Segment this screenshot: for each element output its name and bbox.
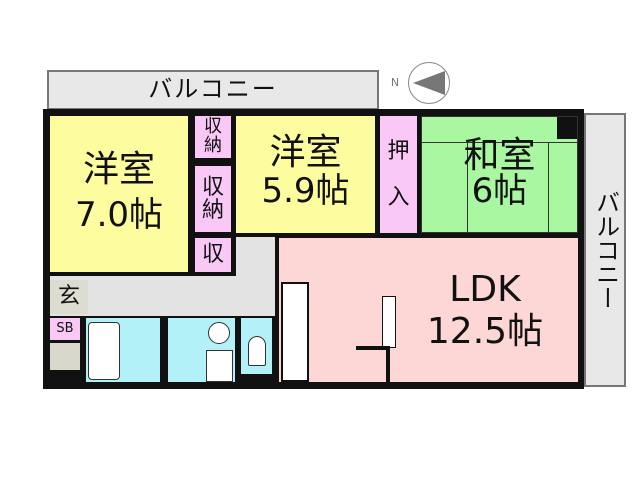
entrance-label: 玄 — [57, 284, 80, 310]
balcony-top-label: バルコニー — [148, 75, 278, 104]
storage-2 — [195, 166, 231, 232]
compass — [408, 62, 450, 104]
storage-3 — [195, 238, 231, 272]
storage-1-label: 収 納 — [204, 116, 222, 156]
compass-arrow-icon — [413, 71, 445, 95]
western-room-1-size: 7.0帖 — [74, 195, 164, 236]
washbasin-icon — [208, 322, 230, 344]
western-room-1-name: 洋室 — [82, 149, 155, 191]
japanese-room-name: 和室 — [463, 135, 536, 177]
kitchen-counter — [281, 282, 309, 382]
compass-north-label: N — [390, 76, 400, 90]
storage-1 — [195, 116, 231, 158]
toilet-icon — [248, 336, 266, 366]
balcony-right-label: バルコニー — [591, 190, 620, 310]
bathtub — [88, 322, 120, 380]
entrance — [50, 280, 88, 314]
washing-machine-space — [206, 350, 233, 382]
closet-label: 押 入 — [387, 138, 410, 211]
western-room-2-size: 5.9帖 — [261, 171, 350, 212]
partition-wall — [356, 346, 390, 350]
tatami-lines — [422, 142, 577, 143]
shoebox — [50, 318, 80, 340]
western-room-2-name: 洋室 — [269, 132, 342, 174]
shoebox-label: SB — [56, 321, 74, 337]
western-room-2 — [236, 116, 375, 233]
ldk — [279, 238, 578, 382]
japanese-room — [421, 116, 578, 233]
kitchen-partition — [382, 296, 396, 348]
tatami-lines — [467, 142, 549, 233]
ldk-name: LDK — [449, 269, 521, 311]
storage-3-label: 収 — [201, 242, 224, 268]
shoe-storage — [50, 343, 80, 370]
storage-2-label: 収 納 — [201, 174, 224, 223]
partition-wall — [386, 346, 390, 382]
balcony-right — [584, 113, 626, 387]
japanese-room-size: 6帖 — [471, 171, 528, 212]
ldk-size: 12.5帖 — [426, 311, 544, 353]
hallway-upper — [236, 237, 275, 279]
pillar — [557, 117, 577, 139]
closet — [380, 116, 417, 233]
western-room-1 — [50, 116, 188, 272]
